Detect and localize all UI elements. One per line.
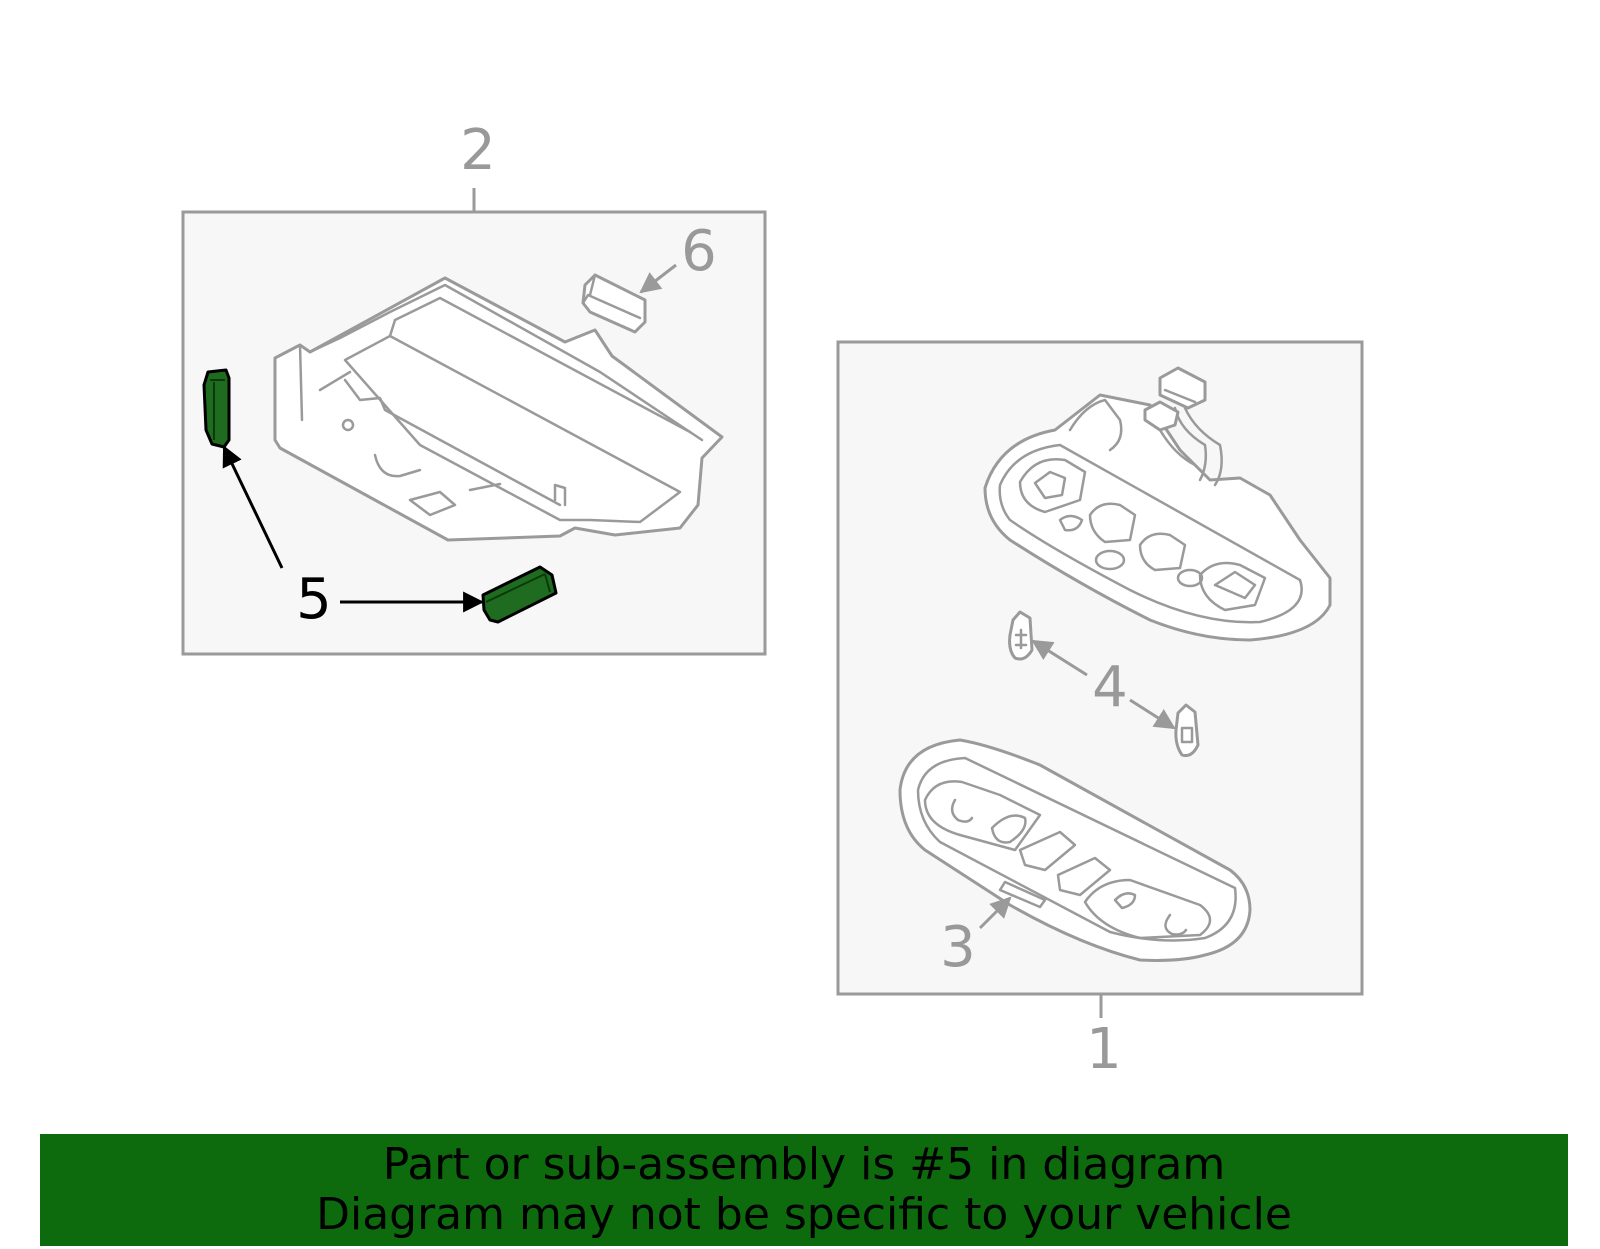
callout-4: 4 xyxy=(1092,655,1128,720)
console-cover xyxy=(898,738,1252,962)
callout-2: 2 xyxy=(460,118,496,183)
part-4-bulb-left xyxy=(1008,610,1034,661)
callout-3: 3 xyxy=(940,915,976,980)
callout-1: 1 xyxy=(1086,1017,1122,1082)
info-banner: Part or sub-assembly is #5 in diagram Di… xyxy=(40,1134,1568,1246)
callout-5: 5 xyxy=(296,567,332,632)
banner-line-1: Part or sub-assembly is #5 in diagram xyxy=(382,1139,1226,1190)
banner-line-2: Diagram may not be specific to your vehi… xyxy=(316,1189,1292,1240)
console-housing xyxy=(273,276,724,542)
part-5-lens-lower xyxy=(481,565,558,624)
part-5-lens-upper xyxy=(202,368,231,449)
callout-6: 6 xyxy=(681,219,717,284)
console-assembly xyxy=(983,366,1332,642)
part-4-bulb-right xyxy=(1174,703,1200,757)
part-6-lens xyxy=(581,273,647,334)
